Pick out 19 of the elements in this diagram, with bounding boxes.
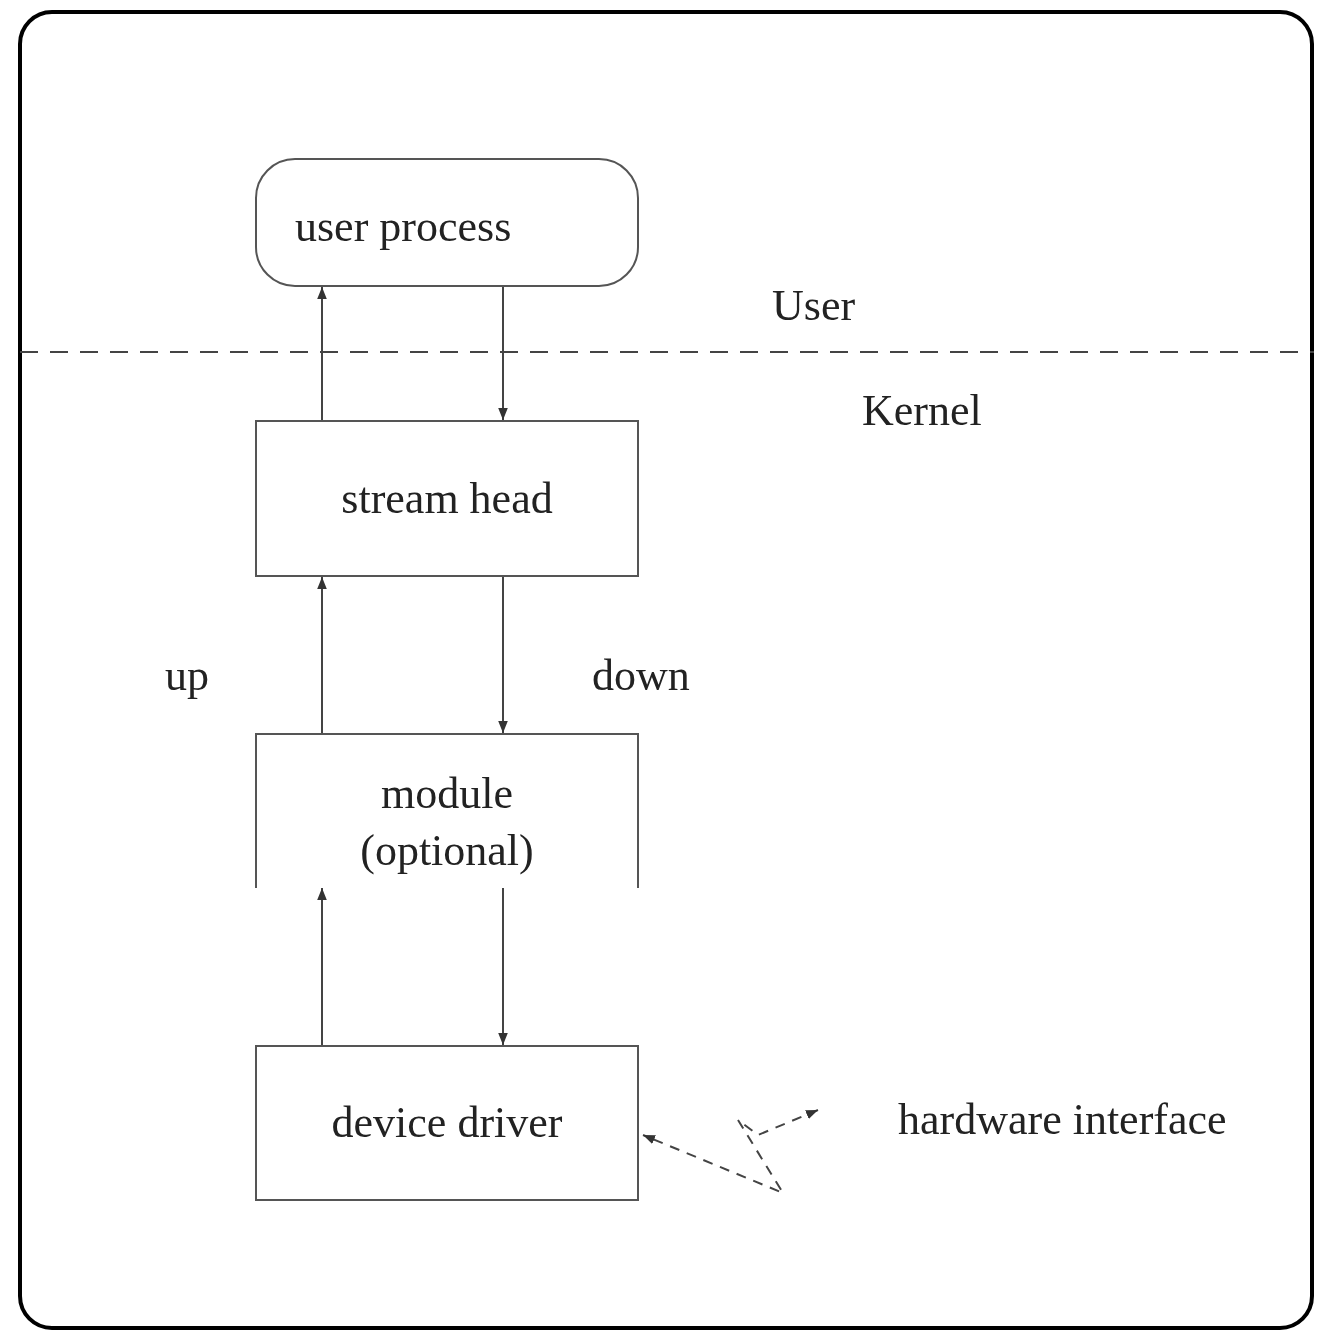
node-label: hardware interface <box>898 1094 1227 1147</box>
arrow <box>317 286 327 421</box>
node-label: device driver <box>331 1097 563 1150</box>
module-box <box>255 733 639 888</box>
region-label: Kernel <box>862 385 982 436</box>
process-box <box>255 158 639 287</box>
arrow <box>317 576 327 734</box>
process-box <box>255 1045 639 1201</box>
region-label: User <box>772 280 856 331</box>
node-label: stream head <box>341 472 553 525</box>
node-label: module (optional) <box>359 768 535 878</box>
arrow <box>498 576 508 734</box>
process-box <box>255 420 639 577</box>
arrow <box>498 286 508 421</box>
arrow <box>498 887 508 1046</box>
arrow <box>317 887 327 1046</box>
direction-label: up <box>165 650 209 701</box>
node-label: user process <box>295 201 512 253</box>
direction-label: down <box>592 650 690 701</box>
